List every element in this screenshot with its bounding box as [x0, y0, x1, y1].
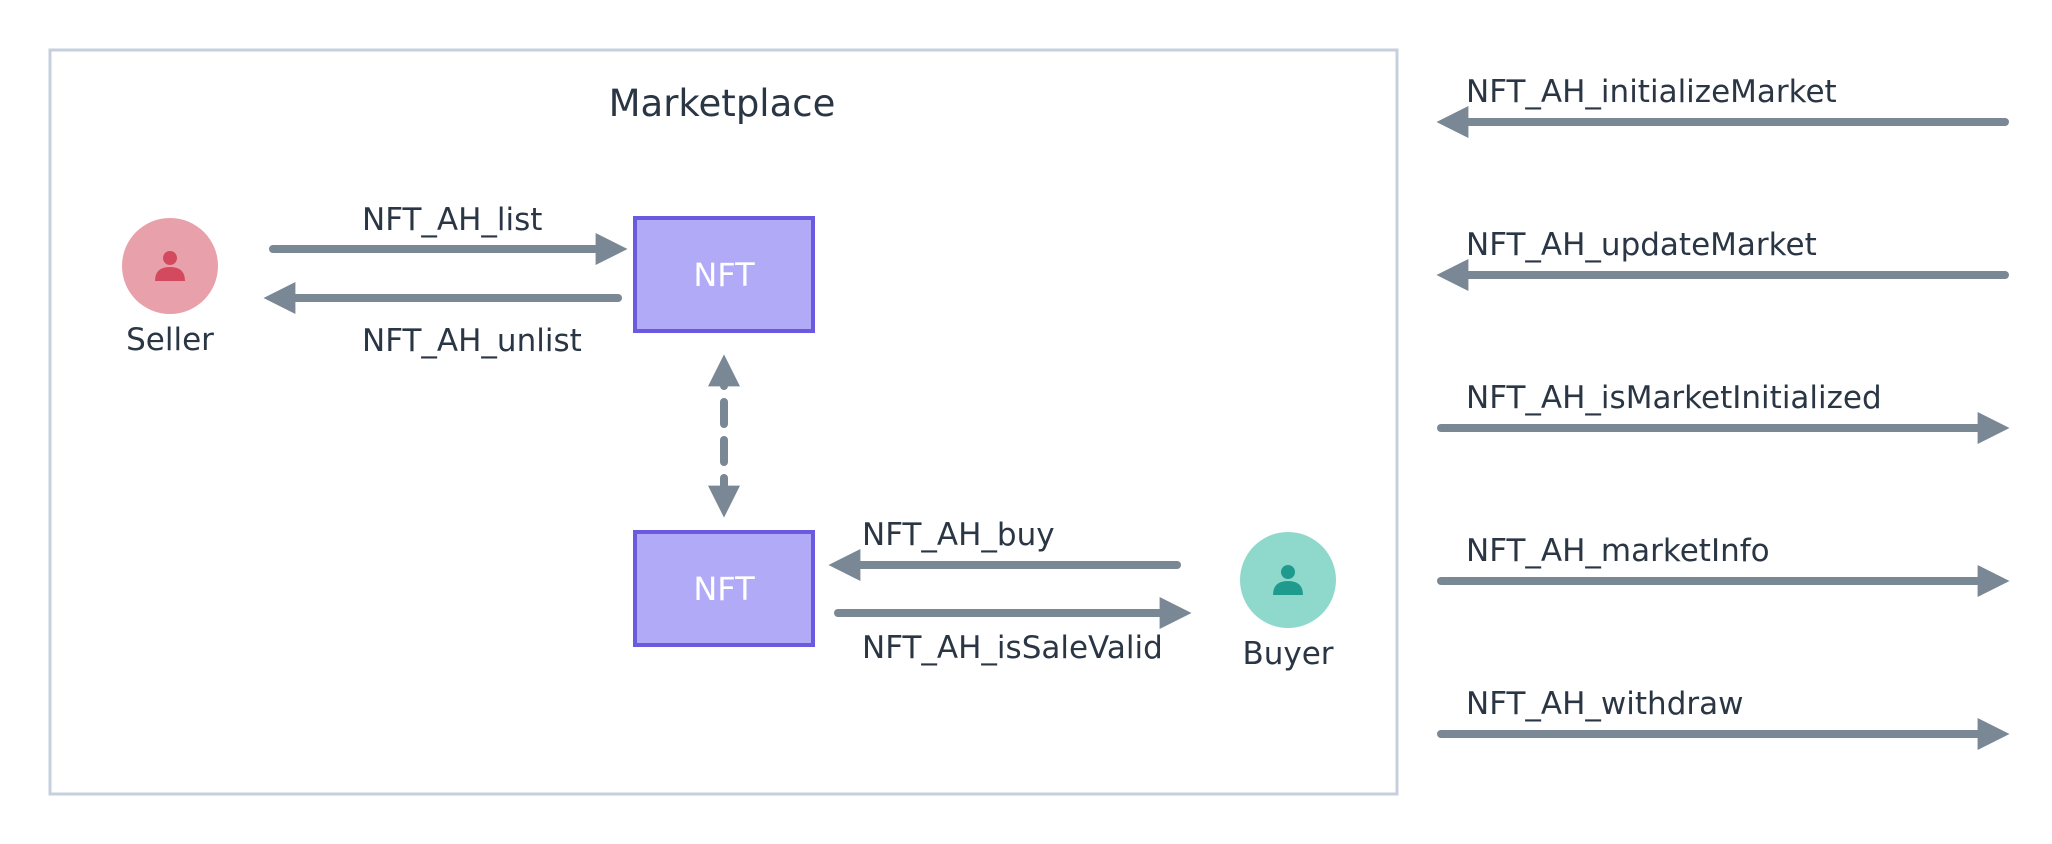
unlist-label: NFT_AH_unlist	[362, 323, 582, 359]
side-function-initialize-market: NFT_AH_initializeMarket	[1436, 74, 2009, 138]
list-label: NFT_AH_list	[362, 202, 542, 238]
side-function-is-market-initialized: NFT_AH_isMarketInitialized	[1437, 380, 2010, 444]
side-function-label: NFT_AH_isMarketInitialized	[1466, 380, 1882, 416]
marketplace-boundary	[48, 48, 1399, 796]
side-function-label: NFT_AH_marketInfo	[1466, 533, 1770, 569]
seller-avatar	[122, 218, 218, 314]
buyer-person-icon	[1273, 565, 1303, 595]
buyer-label: Buyer	[1242, 636, 1333, 672]
marketplace-title: Marketplace	[609, 82, 836, 125]
side-function-label: NFT_AH_initializeMarket	[1466, 74, 1837, 110]
buy-label: NFT_AH_buy	[862, 517, 1055, 553]
side-function-label: NFT_AH_updateMarket	[1466, 227, 1817, 263]
nft-bottom-box: NFT	[633, 530, 815, 647]
side-function-update-market: NFT_AH_updateMarket	[1436, 227, 2009, 291]
side-functions: NFT_AH_initializeMarket NFT_AH_updateMar…	[1436, 74, 2010, 750]
seller-actor: Seller	[122, 218, 218, 358]
buyer-avatar	[1240, 532, 1336, 628]
buyer-actor: Buyer	[1240, 532, 1336, 672]
nft-top-box: NFT	[633, 216, 815, 333]
seller-label: Seller	[126, 322, 214, 358]
side-function-label: NFT_AH_withdraw	[1466, 686, 1743, 722]
side-function-withdraw: NFT_AH_withdraw	[1437, 686, 2010, 750]
seller-person-icon	[155, 251, 185, 281]
nft-top-label: NFT	[693, 256, 755, 294]
nft-bottom-label: NFT	[693, 570, 755, 608]
is-sale-valid-label: NFT_AH_isSaleValid	[862, 630, 1163, 666]
side-function-market-info: NFT_AH_marketInfo	[1437, 533, 2010, 597]
